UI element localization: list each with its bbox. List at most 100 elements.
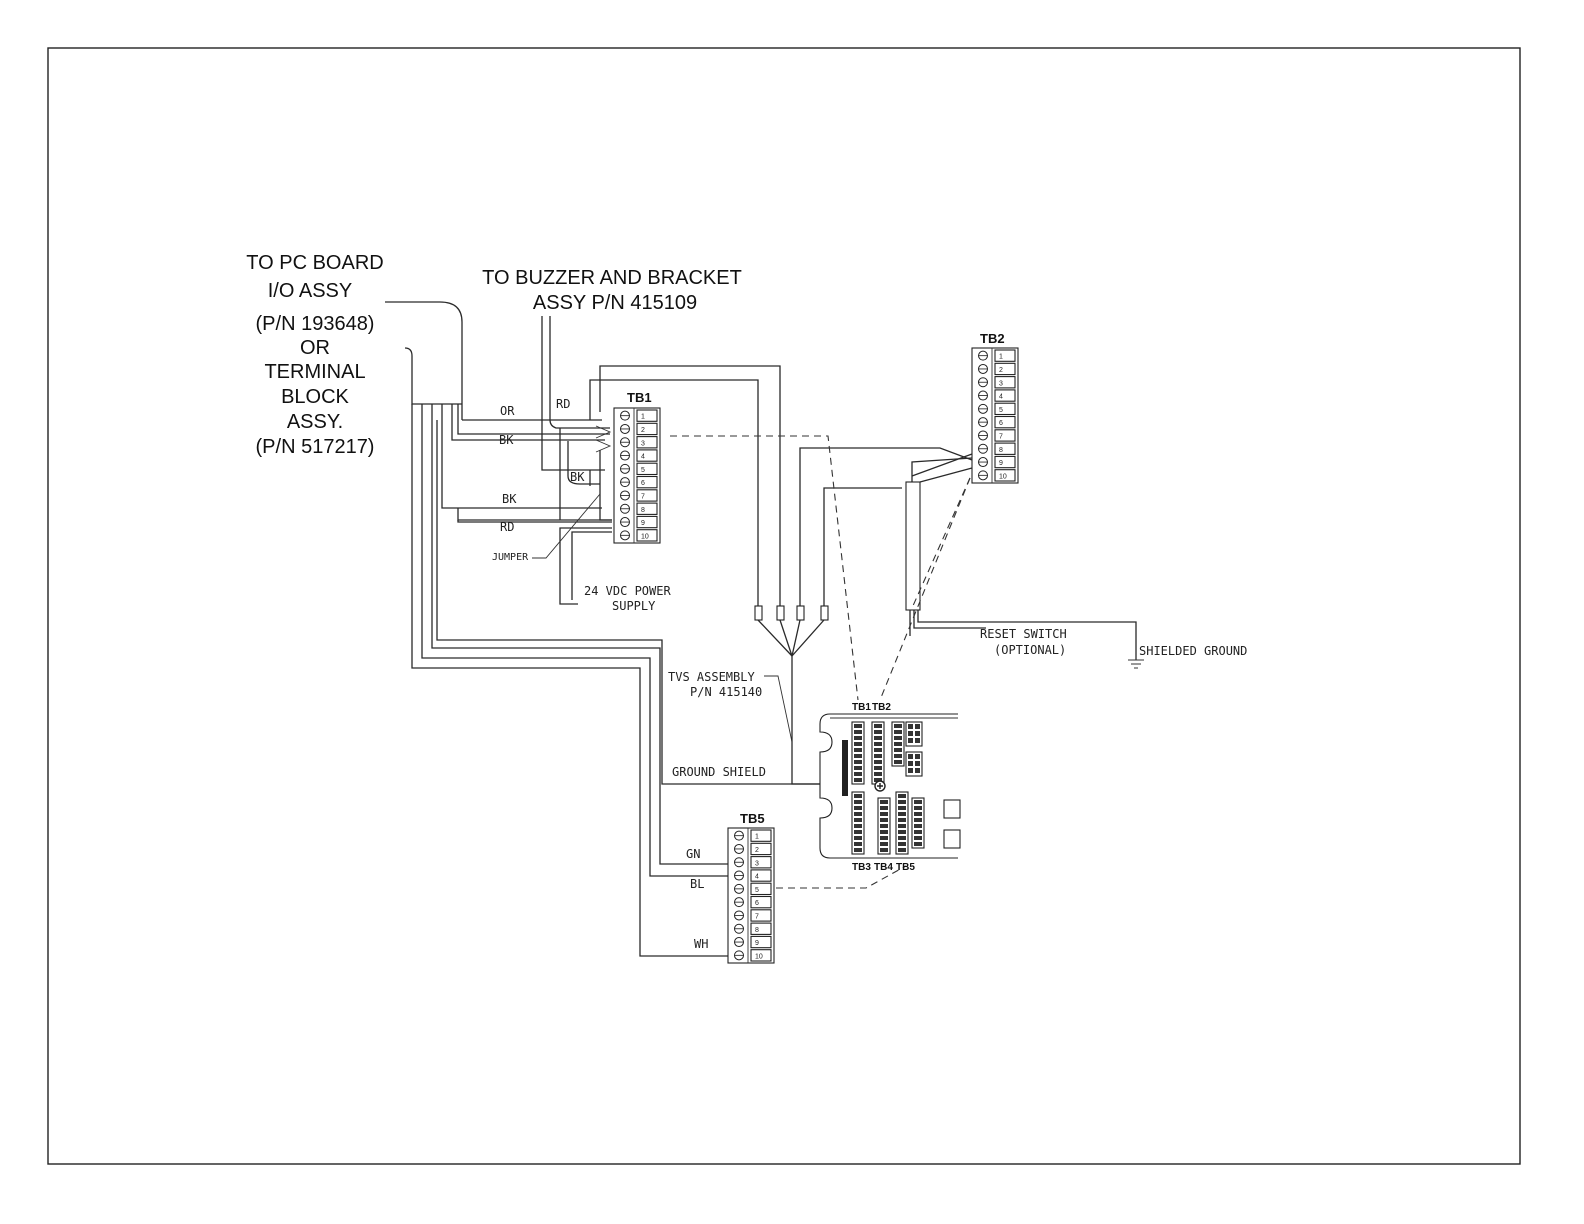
terminal: 7 <box>978 429 1016 442</box>
terminal: 8 <box>620 502 658 515</box>
terminal-number: 7 <box>641 493 645 500</box>
tb1-title: TB1 <box>627 390 652 405</box>
terminal-number: 1 <box>999 354 1003 361</box>
tb1-feed-wires <box>441 316 612 605</box>
wire-bk-label: BK <box>570 470 585 484</box>
terminal: 7 <box>620 489 658 502</box>
terminal: 3 <box>978 376 1016 389</box>
terminal: 8 <box>734 922 772 935</box>
tb5-title: TB5 <box>740 811 765 826</box>
terminal: 10 <box>978 469 1016 482</box>
terminal-number: 4 <box>999 394 1003 401</box>
terminal: 4 <box>734 869 772 882</box>
terminal: 3 <box>620 436 658 449</box>
pc-board-label: TO PC BOARD I/O ASSY (P/N 193648) OR TER… <box>246 252 383 458</box>
board-tb5-label: TB5 <box>896 862 915 873</box>
board-tb4-label: TB4 <box>874 862 893 873</box>
ground-shield-label: GROUND SHIELD <box>672 765 766 779</box>
terminal: 4 <box>620 449 658 462</box>
terminal-number: 2 <box>641 427 645 434</box>
terminal-number: 1 <box>755 834 759 841</box>
terminal-number: 8 <box>999 447 1003 454</box>
terminal: 2 <box>978 362 1016 376</box>
pc-board-line: OR <box>300 337 330 359</box>
tvs-label: P/N 415140 <box>690 685 762 699</box>
terminal-number: 4 <box>755 874 759 881</box>
terminal-number: 9 <box>999 460 1003 467</box>
pc-board-line: ASSY. <box>287 411 343 433</box>
terminal-number: 6 <box>755 900 759 907</box>
board-tb2-label: TB2 <box>872 702 891 713</box>
terminal: 1 <box>734 829 772 842</box>
pc-board-line: TO PC BOARD <box>246 252 383 274</box>
tvs-label: TVS ASSEMBLY <box>668 670 755 684</box>
terminal: 1 <box>620 409 658 422</box>
terminal-number: 6 <box>999 420 1003 427</box>
buzzer-label: TO BUZZER AND BRACKET ASSY P/N 415109 <box>482 267 742 314</box>
wire-rd-top-label: RD <box>556 397 570 411</box>
terminal: 4 <box>978 389 1016 402</box>
jumper-label: JUMPER <box>492 552 529 563</box>
terminal: 6 <box>620 475 658 489</box>
terminal: 5 <box>978 402 1016 416</box>
reset-switch-label: RESET SWITCH <box>980 627 1067 641</box>
terminal: 3 <box>734 856 772 869</box>
terminal-number: 1 <box>641 414 645 421</box>
terminal-number: 5 <box>999 407 1003 414</box>
wire-bk-label: BK <box>499 433 514 447</box>
drawing-border <box>47 47 1521 1165</box>
terminal-number: 3 <box>641 440 645 447</box>
terminal-number: 10 <box>641 533 649 540</box>
wire-or-label: OR <box>500 404 515 418</box>
terminal: 6 <box>978 415 1016 429</box>
pc-board-line: (P/N 517217) <box>256 436 375 458</box>
board-tb1-label: TB1 <box>852 702 871 713</box>
wire-bl-label: BL <box>690 877 704 891</box>
wire-labels: OR RD BK BK BK RD JUMPER 24 VDC POWER SU… <box>492 397 1247 951</box>
shielded-ground-label: SHIELDED GROUND <box>1139 644 1247 658</box>
terminal: 8 <box>978 442 1016 455</box>
power-supply-label: SUPPLY <box>612 599 656 613</box>
wire-wh-label: WH <box>694 937 708 951</box>
terminal-number: 2 <box>755 847 759 854</box>
terminal-number: 8 <box>641 507 645 514</box>
terminal-number: 5 <box>755 887 759 894</box>
buzzer-line: TO BUZZER AND BRACKET <box>482 267 742 289</box>
tb2-terminal-block: 123 4 5 6 7 8 9 10 <box>971 347 1019 484</box>
terminal-number: 10 <box>755 953 763 960</box>
terminal-number: 7 <box>755 913 759 920</box>
terminal: 5 <box>734 882 772 896</box>
tb2-title: TB2 <box>980 331 1005 346</box>
pc-board-line: I/O ASSY <box>268 280 352 302</box>
terminal-number: 9 <box>641 520 645 527</box>
terminal-number: 3 <box>755 860 759 867</box>
buzzer-line: ASSY P/N 415109 <box>533 292 697 314</box>
terminal-number: 6 <box>641 480 645 487</box>
board-tb3-label: TB3 <box>852 862 871 873</box>
tvs-wires <box>589 365 973 785</box>
terminal: 10 <box>734 949 772 962</box>
tvs-leader <box>764 675 793 743</box>
wire-gn-label: GN <box>686 847 700 861</box>
terminal: 2 <box>734 842 772 856</box>
lower-cable <box>411 420 852 957</box>
terminal: 10 <box>620 529 658 542</box>
terminal-number: 8 <box>755 927 759 934</box>
tb1-terminal-block: 1 2 3 4 5 6 7 8 9 10 <box>613 407 661 544</box>
wire-bk-label: BK <box>502 492 517 506</box>
terminal: 7 <box>734 909 772 922</box>
terminal-number: 4 <box>641 454 645 461</box>
reset-switch-cable <box>905 453 1144 669</box>
pc-board-line: TERMINAL <box>264 361 365 383</box>
dashed-references <box>670 435 971 889</box>
terminal-number: 9 <box>755 940 759 947</box>
reset-switch-label: (OPTIONAL) <box>994 643 1066 657</box>
board-tb-top-labels: TB1 TB2 <box>852 702 891 713</box>
tb5-terminal-block: 1 2 3 4 5 6 7 8 9 10 <box>727 827 775 964</box>
terminal: 6 <box>734 895 772 909</box>
terminal-number: 7 <box>999 433 1003 440</box>
pc-board-line: BLOCK <box>281 386 349 408</box>
terminal-number: 5 <box>641 467 645 474</box>
terminal: 1 <box>978 349 1016 362</box>
jumper-leader <box>532 493 601 559</box>
